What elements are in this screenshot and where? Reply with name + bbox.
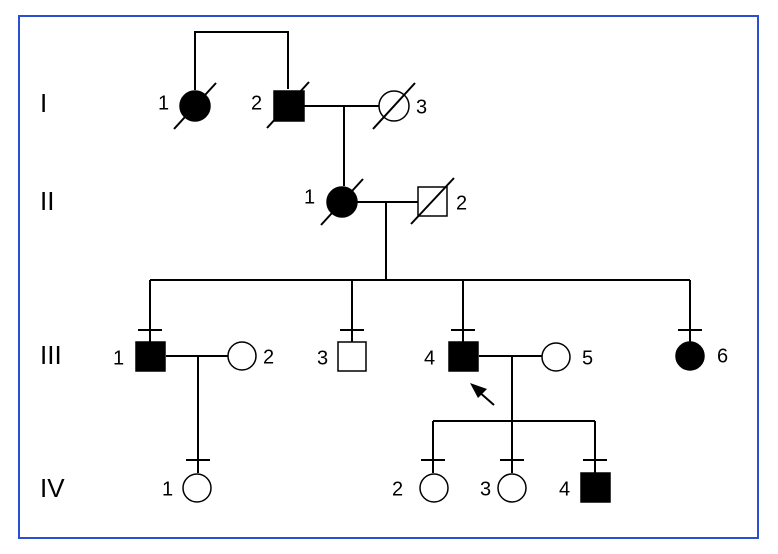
female-unaffected-symbol [497, 473, 527, 503]
individual-iv-3: 3 [480, 473, 527, 503]
proband-arrow-icon [470, 383, 487, 398]
deceased-slash [173, 82, 217, 130]
generation-label-1: I [40, 88, 47, 118]
individual-label: 3 [416, 96, 427, 118]
generation-label-4: IV [40, 473, 65, 503]
individual-i-2: 2 [251, 81, 310, 129]
individual-iii-3: 3 [317, 341, 367, 372]
deceased-slash [372, 82, 416, 130]
individual-label: 4 [559, 478, 570, 500]
generation-label-2: II [40, 186, 54, 216]
individual-iv-2: 2 [392, 473, 449, 503]
male-affected-symbol [135, 341, 166, 372]
female-unaffected-symbol [227, 341, 257, 371]
individual-label: 2 [263, 346, 274, 368]
female-unaffected-symbol [541, 342, 571, 372]
individual-label: 5 [582, 347, 593, 369]
individual-label: 1 [304, 186, 315, 208]
deceased-slash [410, 177, 455, 225]
individual-iii-1: 1 [113, 341, 166, 372]
individual-iii-6: 6 [675, 341, 728, 371]
individual-iv-1: 1 [162, 473, 212, 503]
individual-label: 4 [424, 347, 435, 369]
individual-label: 2 [251, 92, 262, 114]
individual-label: 3 [317, 347, 328, 369]
individual-label: 2 [392, 478, 403, 500]
individual-i-1: 1 [158, 82, 217, 130]
individual-ii-2: 2 [410, 177, 467, 225]
individual-iii-5: 5 [541, 342, 593, 372]
individual-label: 1 [158, 92, 169, 114]
individual-ii-1: 1 [304, 178, 364, 226]
generation-label-3: III [40, 340, 62, 370]
individual-label: 2 [456, 192, 467, 214]
female-unaffected-symbol [182, 473, 212, 503]
male-unaffected-symbol [337, 341, 367, 372]
female-unaffected-symbol [419, 473, 449, 503]
individual-label: 1 [162, 478, 173, 500]
deceased-slash [266, 81, 310, 129]
consanguinity-line [194, 31, 289, 90]
individual-iii-2: 2 [227, 341, 274, 371]
individual-label: 6 [717, 345, 728, 367]
pedigree-lines [138, 31, 702, 473]
diagram-frame [18, 15, 759, 539]
male-affected-symbol [580, 472, 611, 503]
individual-label: 1 [113, 347, 124, 369]
individual-iv-4: 4 [559, 472, 611, 503]
female-affected-symbol [675, 341, 705, 371]
individual-i-3: 3 [372, 82, 427, 130]
individual-iii-4: 4 [424, 341, 495, 406]
individual-label: 3 [480, 478, 491, 500]
male-affected-symbol [448, 341, 479, 372]
deceased-slash [320, 178, 364, 226]
